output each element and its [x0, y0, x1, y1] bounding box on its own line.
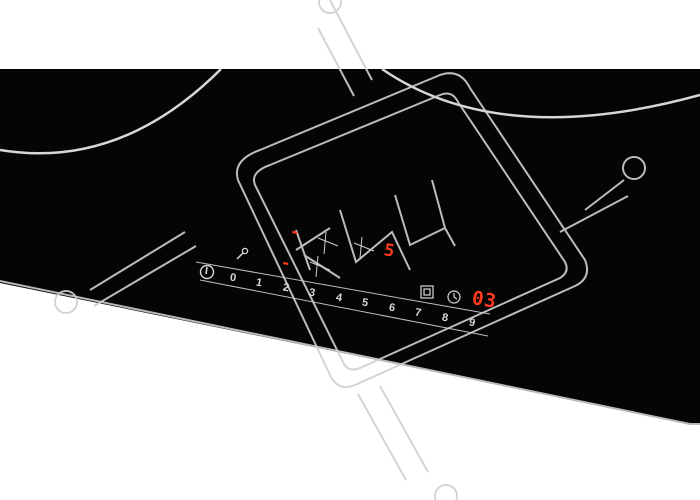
watermark-stamp — [54, 0, 646, 500]
glass-edge — [0, 280, 700, 425]
power-icon — [199, 264, 215, 280]
timer-display: 03 — [470, 287, 499, 313]
lock-button[interactable] — [234, 246, 250, 262]
clock-icon — [447, 290, 461, 304]
glass-surface — [0, 69, 700, 424]
power-button[interactable] — [198, 263, 216, 281]
cooking-zone-right — [381, 67, 700, 119]
bridge-zone-button[interactable] — [419, 284, 435, 300]
key-lock-icon — [236, 247, 249, 260]
slider-track-top — [195, 261, 491, 315]
slider-track-bottom — [199, 279, 489, 337]
bridge-zone-icon — [420, 285, 434, 299]
cooking-zone-left — [0, 68, 222, 155]
timer-button[interactable] — [446, 289, 462, 305]
